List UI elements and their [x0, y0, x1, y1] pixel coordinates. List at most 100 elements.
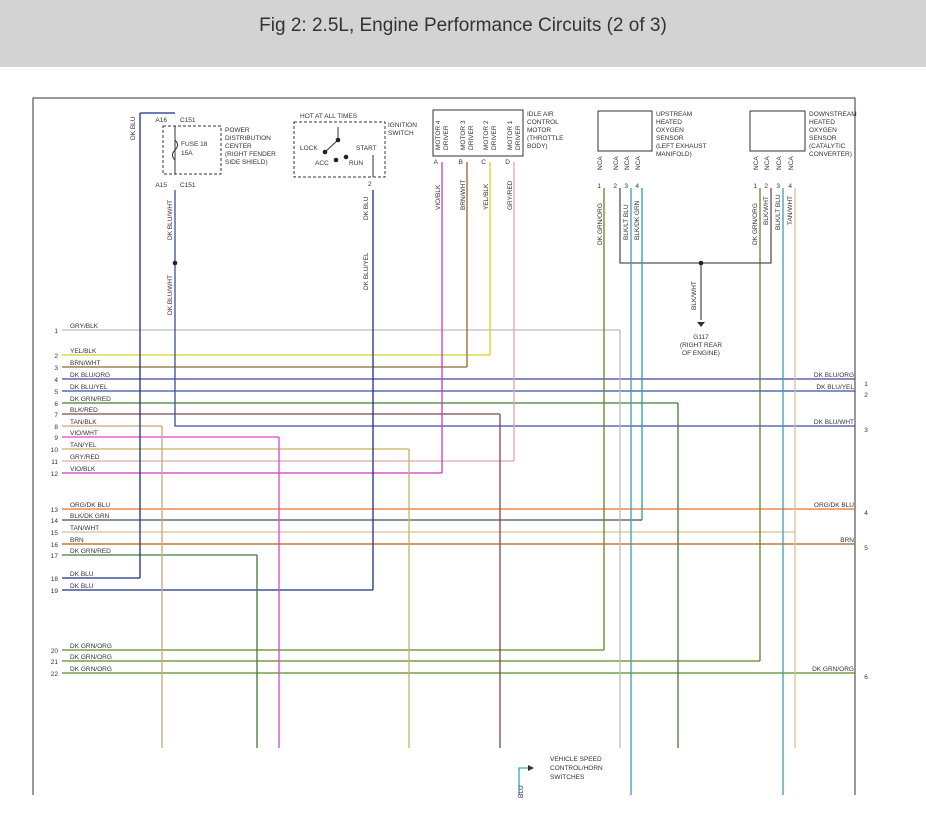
downstream-label-line: DOWNSTREAM — [809, 111, 857, 118]
page-title: Fig 2: 2.5L, Engine Performance Circuits… — [259, 15, 667, 36]
downstream-nca: NCA — [788, 156, 795, 170]
component-layer — [162, 109, 806, 771]
ground-splice — [698, 260, 704, 266]
ignition-box — [293, 121, 386, 178]
left-wire-label: DK GRN/ORG — [70, 643, 112, 650]
left-pin-number: 11 — [51, 459, 58, 466]
left-pin-number: 18 — [51, 576, 59, 583]
iac-label-line: BODY) — [527, 143, 548, 150]
dk-blu-wht — [174, 190, 855, 427]
upstream-nca: NCA — [624, 156, 631, 170]
left-pin-number: 3 — [54, 365, 58, 372]
iac-driver-pin: D — [505, 159, 510, 166]
ignition-pivot — [335, 137, 341, 143]
left-wire-label: DK GRN/RED — [70, 396, 111, 403]
left-wire-label: VIO/BLK — [70, 466, 96, 473]
left-pin-number: 12 — [51, 471, 59, 478]
left-pin-number: 13 — [51, 507, 59, 514]
fuse-amps: 15A — [181, 150, 193, 157]
vss-label-line: SWITCHES — [550, 774, 585, 781]
left-pin-number: 14 — [51, 518, 59, 525]
left-pin-number: 4 — [54, 377, 58, 384]
downstream-label-line: SENSOR — [809, 135, 837, 142]
dn-o2-blk-wht — [701, 188, 772, 264]
iac-driver-name: MOTOR 2 — [483, 120, 490, 150]
downstream-label-line: CONVERTER) — [809, 151, 852, 158]
left-pin-number: 21 — [51, 659, 59, 666]
left-pin-number: 9 — [54, 435, 58, 442]
iac-driver-name: MOTOR 4 — [435, 120, 442, 150]
left-wire-label: YEL/BLK — [70, 348, 97, 355]
left-wire-label: BLK/RED — [70, 407, 98, 414]
pdc-label-line: SIDE SHIELD) — [225, 159, 268, 166]
left-wire-label: DK BLU/ORG — [70, 372, 110, 379]
left-pin-number: 6 — [54, 401, 58, 408]
upstream-nca: NCA — [635, 156, 642, 170]
iac-label-line: MOTOR — [527, 127, 551, 134]
ground-wire-label: BLK/WHT — [691, 281, 698, 310]
downstream-wire: DK GRN/ORG — [752, 203, 759, 245]
right-pin-number: 1 — [864, 381, 868, 388]
ignition-lock: LOCK — [300, 145, 318, 152]
pdc-label-line: (RIGHT FENDER — [225, 151, 276, 158]
left-pin-number: 5 — [54, 389, 58, 396]
ground-label-line: (RIGHT REAR — [680, 342, 722, 349]
iac-label-line: IDLE AIR — [527, 111, 554, 118]
left-pin-number: 22 — [51, 671, 59, 678]
iac-driver-wire: BRN/WHT — [460, 180, 467, 210]
left-wire-label: BRN — [70, 537, 84, 544]
downstream-label-line: (CATALYTIC — [809, 143, 846, 150]
ground-symbol — [697, 322, 705, 327]
vss-wire-label: BLU — [518, 785, 525, 798]
ignition-contact — [322, 149, 328, 155]
iac-driver-wire: YEL/BLK — [483, 183, 490, 210]
upstream-label-line: UPSTREAM — [656, 111, 692, 118]
upstream-pin: 1 — [597, 183, 601, 190]
right-wire-label: DK BLU/ORG — [814, 372, 854, 379]
right-pin-number: 2 — [864, 392, 868, 399]
left-pin-number: 17 — [51, 553, 59, 560]
left-pin-number: 2 — [54, 353, 58, 360]
title-bar: Fig 2: 2.5L, Engine Performance Circuits… — [0, 0, 926, 67]
downstream-pin: 3 — [776, 183, 780, 190]
iac-driver-name: MOTOR 3 — [460, 120, 467, 150]
downstream-wire: BLK/WHT — [763, 196, 770, 225]
left-wire-label: DK BLU/YEL — [70, 384, 108, 391]
iac-label-line: (THROTTLE — [527, 135, 564, 142]
left-pin-number: 19 — [51, 588, 59, 595]
pdc-label-line: DISTRIBUTION — [225, 135, 271, 142]
left-wire-label: DK GRN/ORG — [70, 654, 112, 661]
wire-layer — [62, 112, 855, 795]
upstream-wire: DK GRN/ORG — [597, 203, 604, 245]
pdc-wire-out-2: DK BLU/WHT — [167, 275, 174, 315]
downstream-pin: 1 — [753, 183, 757, 190]
upstream-nca: NCA — [597, 156, 604, 170]
left-wire-label: DK GRN/ORG — [70, 666, 112, 673]
pdc-wire-out: DK BLU/WHT — [167, 200, 174, 240]
left-wire-label: DK GRN/RED — [70, 548, 111, 555]
ignition-wire-out-2: DK BLU/YEL — [363, 252, 370, 290]
vss-arrow — [528, 765, 534, 771]
left-wire-label: VIO/WHT — [70, 430, 98, 437]
left-wire-label: TAN/BLK — [70, 419, 97, 426]
downstream-pin: 4 — [788, 183, 792, 190]
right-pin-number: 4 — [864, 510, 868, 517]
ignition-label-line: IGNITION — [388, 122, 417, 129]
pdc-wire-in: DK BLU — [130, 116, 137, 140]
upstream-pin: 3 — [624, 183, 628, 190]
ignition-acc: ACC — [315, 160, 329, 167]
pdc-box — [162, 125, 222, 175]
diagram-frame — [32, 97, 856, 795]
iac-label-line: CONTROL — [527, 119, 559, 126]
upstream-box — [597, 110, 653, 152]
pdc-bottom-pin: A15 — [155, 182, 167, 189]
iac-driver-sub: DRIVER — [515, 125, 522, 150]
iac-driver-wire: GRY/RED — [507, 180, 514, 210]
right-pin-number: 5 — [864, 545, 868, 552]
downstream-label-line: HEATED — [809, 119, 835, 126]
downstream-nca: NCA — [753, 156, 760, 170]
ignition-arm — [324, 139, 339, 153]
iac-driver-sub: DRIVER — [491, 125, 498, 150]
left-wire-label: BRN/WHT — [70, 360, 100, 367]
